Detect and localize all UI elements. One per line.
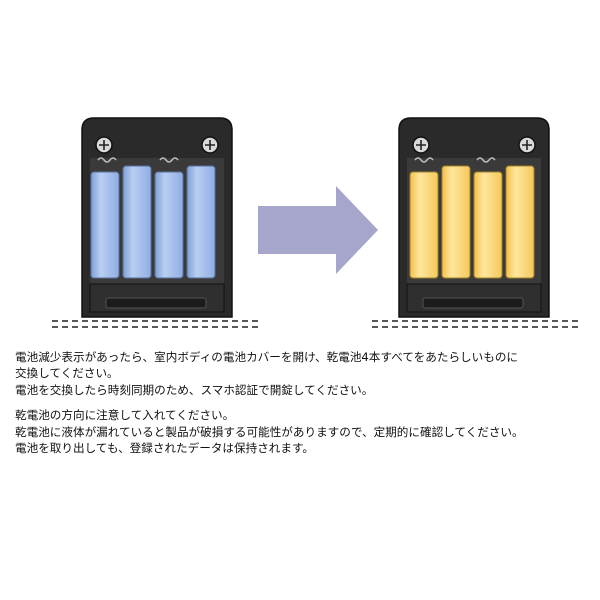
battery-replacement-illustration: [52, 117, 578, 328]
new-battery-case: [398, 117, 550, 318]
arrow-right-icon: [258, 186, 378, 274]
battery-icon: [154, 171, 184, 279]
instructions: 電池減少表示があったら、室内ボディの電池カバーを開け、乾電池4本すべてをあたらし…: [15, 349, 593, 456]
instruction-line: 乾電池の方向に注意して入れてください。: [15, 408, 235, 423]
battery-icon: [186, 165, 216, 279]
dashed-line-icon: [52, 320, 258, 328]
battery-icon: [409, 171, 439, 279]
dashed-line-icon: [372, 320, 578, 328]
battery-icon: [90, 171, 120, 279]
old-battery-case: [81, 117, 233, 318]
screw-icon: [201, 136, 219, 154]
paragraph-gap: [15, 398, 593, 407]
instruction-line: 電池を交換したら時刻同期のため、スマホ認証で開錠してください。: [15, 382, 374, 397]
battery-icon: [473, 171, 503, 279]
instruction-line: 電池を取り出しても、登録されたデータは保持されます。: [15, 441, 315, 456]
battery-icon: [505, 165, 535, 279]
screw-icon: [412, 136, 430, 154]
instruction-line: 電池減少表示があったら、室内ボディの電池カバーを開け、乾電池4本すべてをあたらし…: [15, 350, 519, 364]
battery-icon: [122, 165, 152, 279]
battery-icon: [441, 165, 471, 279]
instruction-line: 交換してください。: [15, 366, 119, 381]
screw-icon: [518, 136, 536, 154]
instruction-line: 乾電池に液体が漏れていると製品が破損する可能性がありますので、定期的に確認してく…: [15, 424, 524, 439]
screw-icon: [95, 136, 113, 154]
